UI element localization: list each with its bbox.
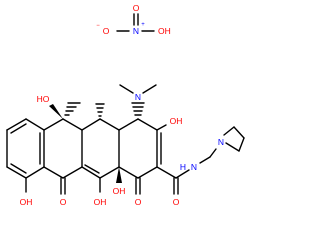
c3-hydroxyl-label: OH <box>170 116 183 126</box>
c12-hydroxyl-label: OH <box>94 197 107 207</box>
pyrrolidine-nitrogen-label: N <box>218 137 224 147</box>
atom-labels: HO OH O OH OH O O OH N N H N <box>20 92 224 207</box>
dimethylamino-nitrogen-label: N <box>135 92 141 102</box>
c12a-hydroxyl-label: OH <box>113 186 126 196</box>
nitrate-negative-charge: − <box>96 23 100 29</box>
amide-oxygen-label: O <box>173 197 180 207</box>
nitrate-double-bond-oxygen: O <box>133 3 140 13</box>
c1-ketone-oxygen-label: O <box>135 197 142 207</box>
nitrate-ion: O − N + O OH <box>96 3 171 36</box>
nitrate-positive-charge: + <box>141 22 145 28</box>
amide-hydrogen-label: H <box>180 162 186 172</box>
amide-nitrogen-label: N <box>191 162 197 172</box>
nitrate-oxide-oxygen: O <box>103 26 110 36</box>
nitrate-central-nitrogen: N <box>133 26 139 36</box>
phenol-hydroxyl-label: OH <box>20 197 33 207</box>
nitrate-hydroxyl: OH <box>158 26 171 36</box>
tetracycline-ring-system <box>6 118 162 179</box>
c6-hydroxyl-label: HO <box>37 94 50 104</box>
substituent-bonds <box>25 84 245 195</box>
chemical-structure-diagram: O − N + O OH <box>6 3 245 207</box>
c11-ketone-oxygen-label: O <box>60 197 67 207</box>
